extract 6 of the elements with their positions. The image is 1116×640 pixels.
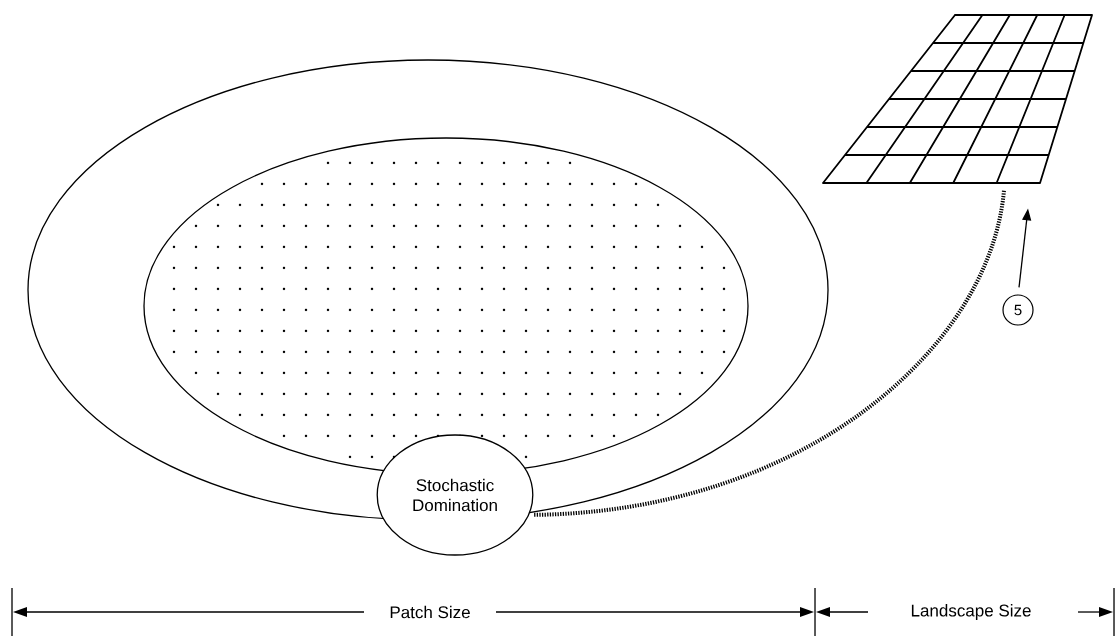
dimension-label: Patch Size [390, 605, 470, 619]
callout-number: 5 [1002, 294, 1034, 326]
ellipse [27, 59, 829, 521]
grid-drawing [822, 14, 1093, 184]
dimension-label: Landscape Size [911, 604, 1031, 620]
hatched-line [534, 189, 1006, 517]
